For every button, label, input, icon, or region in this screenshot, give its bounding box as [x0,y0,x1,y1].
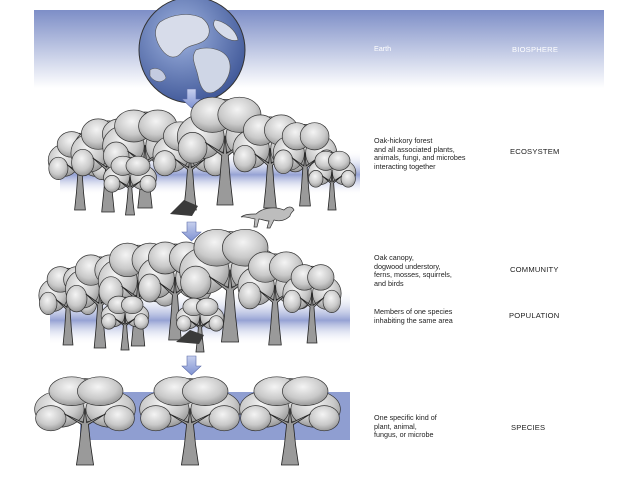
down-arrow-icon [181,355,202,376]
tree-icon [139,376,241,466]
tree-icon [175,297,225,353]
level-description-biosphere: Earth [374,44,392,53]
species-trees [34,376,341,466]
level-description-population: Members of one species inhabiting the sa… [374,307,453,325]
level-name-species: SPECIES [511,423,546,432]
tree-icon [34,376,136,466]
level-description-community: Oak canopy, dogwood understory, ferns, m… [374,253,452,288]
globe-icon [138,0,246,104]
fern-icon [170,200,198,216]
tree-icon [239,376,341,466]
tree-icon [307,150,357,211]
level-name-community: COMMUNITY [510,265,559,274]
biosphere-band [34,10,604,88]
tree-icon [282,264,342,344]
level-name-biosphere: BIOSPHERE [512,45,559,54]
down-arrow-icon [181,221,202,242]
level-description-species: One specific kind of plant, animal, fung… [374,413,437,440]
tree-icon [103,155,157,216]
ecosystem-forest [47,96,357,216]
community-forest [38,228,342,353]
fern-icon [176,330,204,344]
level-name-population: POPULATION [509,311,560,320]
tree-icon [100,295,150,351]
level-name-ecosystem: ECOSYSTEM [510,147,560,156]
level-description-ecosystem: Oak-hickory forest and all associated pl… [374,136,466,171]
fox-icon [240,206,295,229]
